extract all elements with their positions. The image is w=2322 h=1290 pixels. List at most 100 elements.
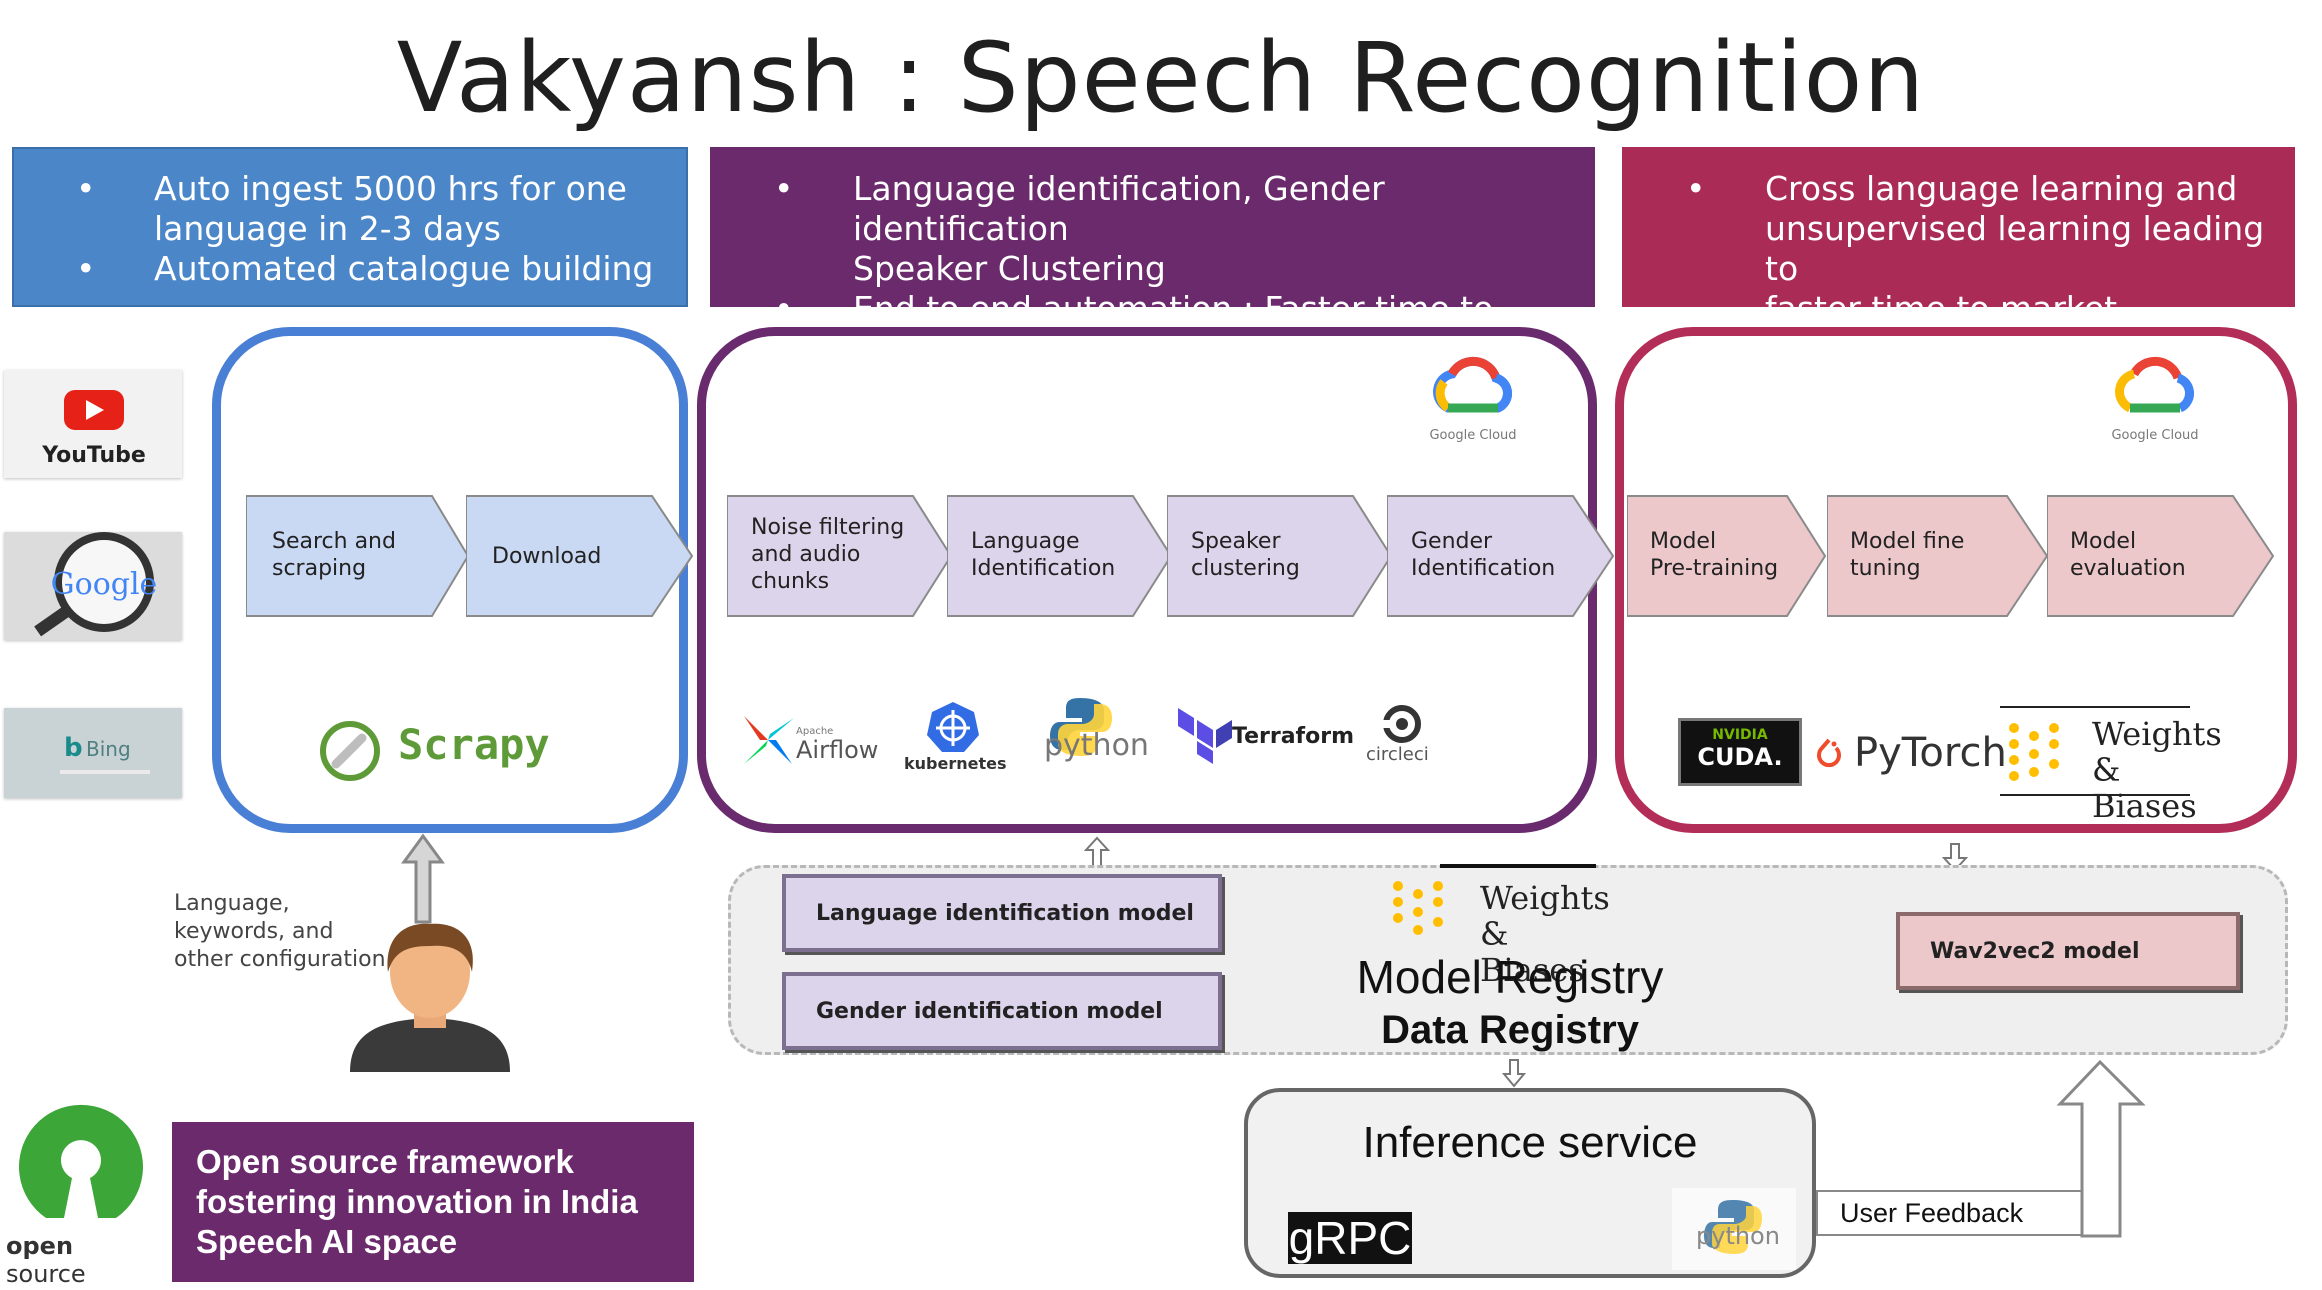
chevron-fine-tuning	[1827, 495, 2049, 617]
banner-bullet: Auto ingest 5000 hrs for one	[14, 169, 686, 209]
bing-label: Bing	[86, 737, 131, 761]
step-label: tuning	[1850, 556, 1921, 581]
scrapy-icon	[320, 721, 380, 781]
page-title: Vakyansh : Speech Recognition	[396, 22, 1926, 134]
python-icon	[1704, 1200, 1762, 1254]
chevron-evaluation	[2047, 495, 2275, 617]
step-label: Gender	[1411, 529, 1493, 554]
step-search-scraping: Search and scraping	[272, 528, 396, 582]
step-label: chunks	[751, 569, 830, 594]
step-fine-tuning: Model fine tuning	[1850, 528, 1964, 582]
user-avatar-icon	[350, 923, 510, 1072]
feedback-connector	[1816, 1190, 2118, 1236]
step-label: Speaker	[1191, 529, 1281, 554]
chevron-pretraining	[1627, 495, 1827, 617]
banner-line: Speaker Clustering	[853, 249, 1166, 288]
open-source-banner: Open source framework fostering innovati…	[172, 1122, 694, 1282]
airflow-icon	[744, 716, 794, 764]
banner-line: Speech AI space	[196, 1223, 458, 1260]
python-label: python	[1696, 1222, 1780, 1250]
step-label: and audio	[751, 542, 861, 567]
weights-biases-label: Weights & Biases	[2092, 716, 2222, 824]
arrow-up-icon	[401, 833, 445, 924]
banner-line: language in 2-3 days	[154, 209, 501, 248]
weights-biases-icon	[2009, 723, 2059, 781]
airflow-small-label: Apache	[796, 726, 834, 737]
step-speaker-clustering: Speaker clustering	[1191, 528, 1300, 582]
chevron-gender-identification	[1387, 495, 1615, 617]
banner-learning: Cross language learning and unsupervised…	[1622, 147, 2295, 328]
wb-line: & Biases	[1480, 915, 1585, 989]
wb-line: & Biases	[2092, 751, 2197, 825]
python-label: python	[1044, 728, 1149, 763]
note-line: Language,	[174, 891, 290, 916]
step-label: Pre-training	[1650, 556, 1779, 581]
grpc-logo: gRPC	[1288, 1212, 1412, 1264]
python-icon	[1050, 698, 1112, 756]
terraform-icon	[1178, 708, 1232, 764]
open-source-label-rest: source	[6, 1260, 86, 1288]
step-pretraining: Model Pre-training	[1650, 528, 1778, 582]
step-label: Search and	[272, 529, 396, 554]
open-source-logo: open source	[6, 1094, 156, 1288]
pytorch-label: PyTorch	[1854, 730, 2007, 776]
banner-line: unsupervised learning leading to	[1765, 209, 2265, 288]
arrow-down-icon	[1942, 843, 1968, 872]
step-label: Identification	[1411, 556, 1556, 581]
google-cloud-icon	[1433, 356, 1512, 413]
weights-biases-icon	[1393, 881, 1443, 935]
google-label: Google	[51, 567, 158, 602]
chevron-language-identification	[947, 495, 1173, 617]
user-feedback-label: User Feedback	[1840, 1198, 2024, 1228]
language-identification-model[interactable]: Language identification model	[782, 874, 1222, 952]
step-label: Model	[2070, 529, 2137, 554]
note-line: other configuration	[174, 947, 386, 972]
step-noise-filtering: Noise filtering and audio chunks	[751, 514, 904, 595]
gender-identification-model[interactable]: Gender identification model	[782, 972, 1222, 1050]
wb-line: Weights	[1480, 879, 1610, 917]
step-label: evaluation	[2070, 556, 2186, 581]
banner-line: Open source framework	[196, 1143, 574, 1180]
arrow-down-icon	[1502, 1059, 1526, 1088]
google-cloud-label: Google Cloud	[1429, 428, 1517, 443]
stage-ingestion	[212, 327, 688, 833]
feedback-arrow-icon	[2056, 1059, 2146, 1238]
open-source-label: open source	[6, 1232, 156, 1288]
svg-text:b: b	[64, 733, 83, 763]
google-cloud-icon	[2115, 356, 2194, 413]
banner-bullet: End to end automation : Faster time to m…	[710, 289, 1595, 369]
google-cloud-label: Google Cloud	[2111, 428, 2199, 443]
arrow-up-icon	[1084, 836, 1110, 867]
chevron-noise-filtering	[727, 495, 953, 617]
step-label: Identification	[971, 556, 1116, 581]
wav2vec2-model[interactable]: Wav2vec2 model	[1896, 912, 2240, 990]
open-source-label-bold: open	[6, 1232, 74, 1260]
chevron-speaker-clustering	[1167, 495, 1393, 617]
step-download: Download	[492, 544, 602, 569]
terraform-label: Terraform	[1232, 724, 1355, 749]
nvidia-label: NVIDIA	[1712, 727, 1768, 743]
weights-biases-logo: Weights & Biases	[2000, 706, 2222, 824]
note-line: keywords, and	[174, 919, 334, 944]
pytorch-icon	[1817, 738, 1841, 768]
banner-bullet: Language identification, Gender identifi…	[710, 169, 1595, 249]
step-label: clustering	[1191, 556, 1300, 581]
circleci-label: circleci	[1366, 744, 1429, 765]
inference-service-title: Inference service	[1362, 1118, 1698, 1167]
banner-ingest: Auto ingest 5000 hrs for one language in…	[12, 147, 688, 307]
stage-training	[1615, 327, 2297, 833]
user-config-note: Language, keywords, and other configurat…	[174, 890, 386, 974]
google-cloud-logo: Google Cloud	[1418, 356, 1528, 446]
step-label: Model fine	[1850, 529, 1965, 554]
wb-line: Weights	[2092, 715, 2222, 753]
model-registry-title: Model Registry	[1356, 951, 1664, 1003]
kubernetes-label: kubernetes	[904, 754, 1007, 773]
banner-bullet: Automated catalogue building	[14, 249, 686, 289]
step-label: Model	[1650, 529, 1717, 554]
weights-biases-label: Weights & Biases	[1480, 880, 1610, 988]
banner-line: fostering innovation in India	[196, 1183, 638, 1220]
cuda-label: CUDA.	[1697, 743, 1783, 771]
youtube-label: YouTube	[41, 443, 146, 468]
banner-bullet: Cross language learning and	[1622, 169, 2295, 209]
kubernetes-icon	[927, 702, 979, 752]
